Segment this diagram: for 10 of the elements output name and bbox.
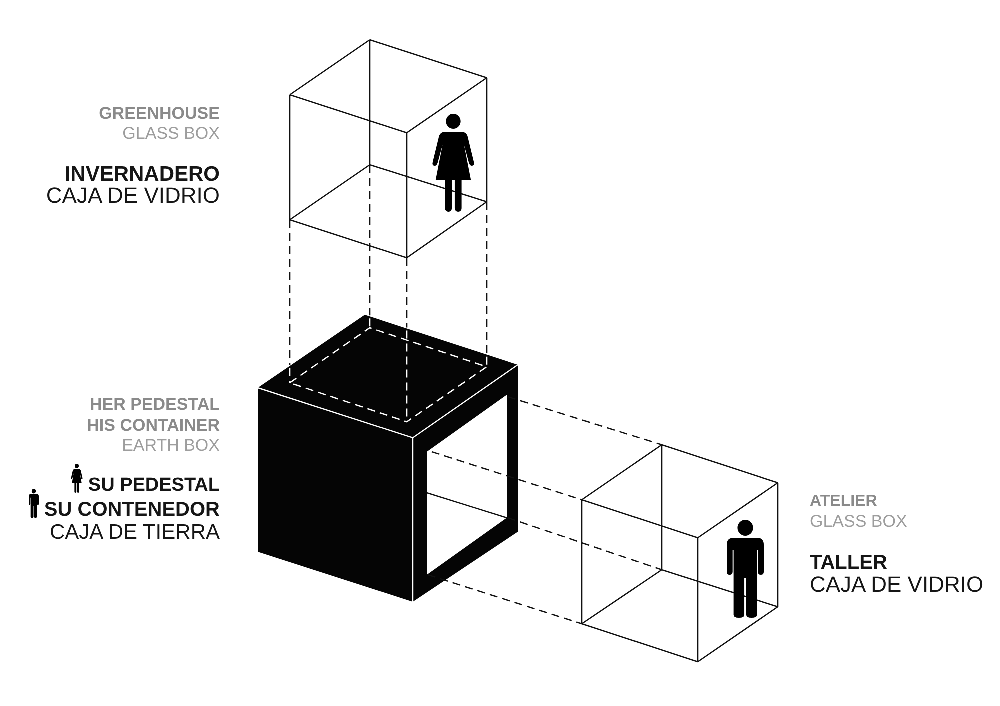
english-title: HIS CONTAINER [87, 416, 220, 436]
spanish-subtitle: CAJA DE TIERRA [50, 520, 220, 545]
english-title: ATELIER [810, 493, 878, 512]
english-subtitle: GLASS BOX [122, 124, 220, 144]
english-title: HER PEDESTAL [90, 395, 220, 415]
spanish-title: SU PEDESTAL [88, 474, 220, 496]
english-subtitle: EARTH BOX [122, 436, 220, 456]
english-subtitle: GLASS BOX [810, 512, 908, 532]
english-title: GREENHOUSE [99, 104, 220, 124]
spanish-title: SU CONTENEDOR [44, 498, 220, 522]
